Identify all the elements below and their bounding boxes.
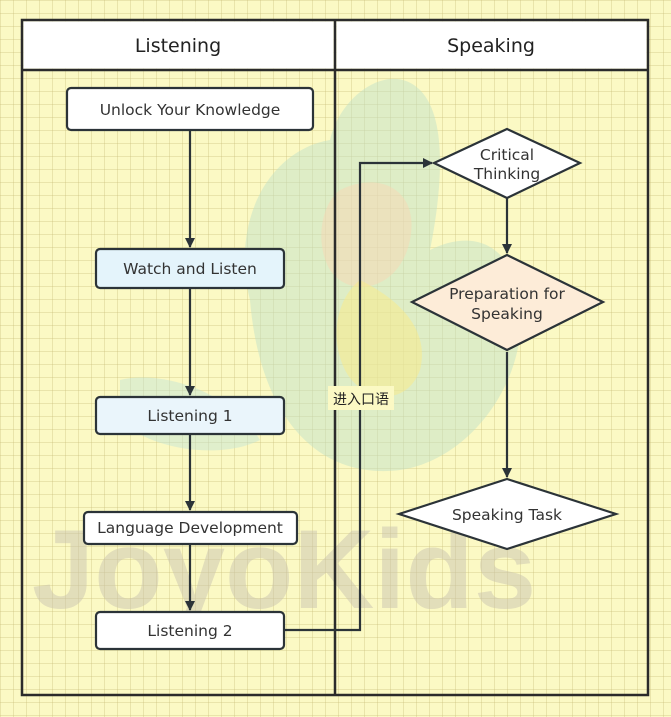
lane-title-speaking: Speaking [447,35,535,57]
node-label: Listening 1 [147,407,232,425]
node-label: Speaking Task [452,506,562,524]
node-watch-and-listen[interactable]: Watch and Listen [94,247,286,290]
node-speaking-task[interactable]: Speaking Task [395,477,620,551]
edge-label: 进入口语 [328,386,394,410]
node-label-line-2: Thinking [473,165,540,183]
node-listening-1[interactable]: Listening 1 [94,395,286,436]
node-unlock-your-knowledge[interactable]: Unlock Your Knowledge [65,86,315,132]
node-label: Listening 2 [147,622,232,640]
node-label-line-1: Preparation for [449,285,565,303]
node-label: Unlock Your Knowledge [100,101,281,119]
node-listening-2[interactable]: Listening 2 [94,610,286,651]
node-language-development[interactable]: Language Development [82,510,299,546]
swimlane-frame [20,18,650,697]
edge-label-to-speaking: 进入口语 [333,392,389,408]
node-preparation-for-speaking[interactable]: Preparation for Speaking [409,253,606,352]
node-label: Language Development [97,519,283,537]
node-label: Watch and Listen [123,260,257,278]
node-label-line-2: Speaking [471,305,543,323]
lane-title-listening: Listening [135,35,221,57]
node-label-line-1: Critical [480,146,534,164]
node-critical-thinking[interactable]: Critical Thinking [431,127,583,200]
